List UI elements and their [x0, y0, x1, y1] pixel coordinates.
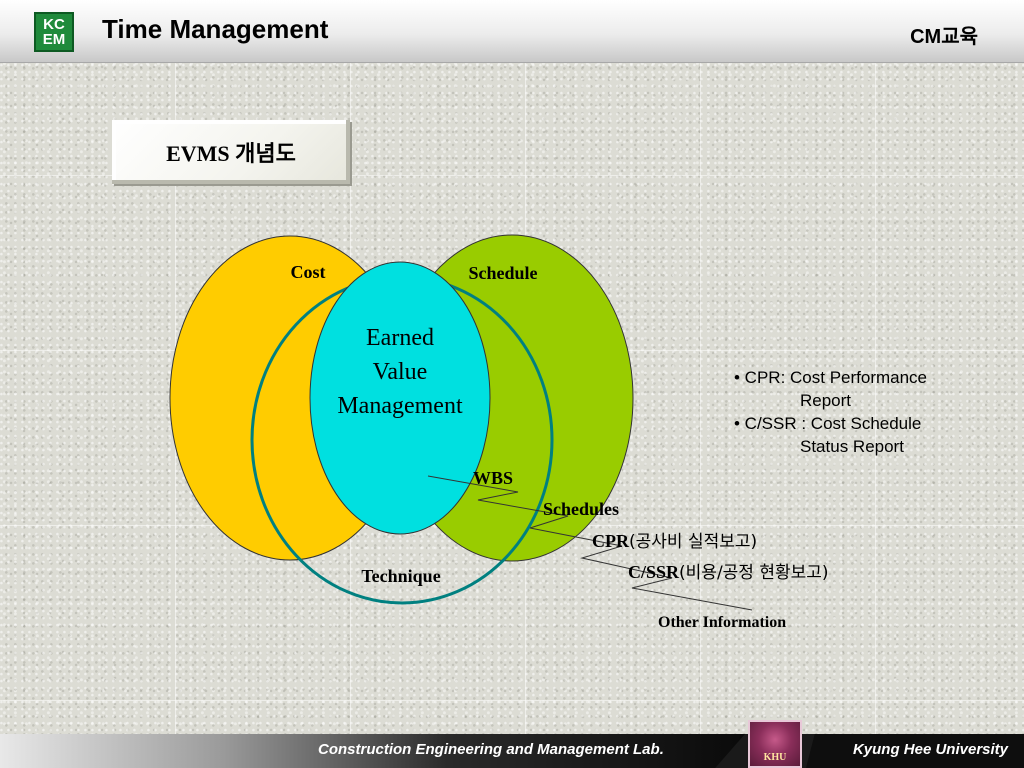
university-emblem-icon: KHU [748, 720, 802, 768]
slide-footer: Construction Engineering and Management … [0, 734, 1024, 768]
schedules-label: Schedules [543, 499, 619, 519]
center-label-line-3: Management [337, 393, 463, 419]
footer-lab-name: Construction Engineering and Management … [318, 741, 664, 758]
background-grid-line [875, 62, 876, 734]
background-grid-line [700, 62, 701, 734]
cssr-korean: (비용/공정 현황보고) [679, 563, 829, 583]
background-grid-line [0, 700, 1024, 701]
cssr-label: C/SSR(비용/공정 현황보고) [628, 562, 829, 583]
bullet-cssr-continued: Status Report [800, 437, 904, 456]
page-title: Time Management [102, 14, 329, 44]
footer-left-band [0, 734, 745, 768]
section-title-box: EVMS 개념도 [112, 120, 350, 184]
footer-right-band: Kyung Hee University [806, 734, 1024, 768]
wbs-label: WBS [473, 468, 513, 488]
cssr-prefix: C/SSR [628, 562, 680, 582]
course-label: CM교육 [910, 26, 978, 48]
cpr-korean: (공사비 실적보고) [629, 532, 757, 552]
cpr-prefix: CPR [592, 531, 630, 551]
bullet-cssr: • C/SSR : Cost Schedule [734, 414, 922, 433]
bullet-cpr: • CPR: Cost Performance [734, 368, 928, 387]
section-title: EVMS 개념도 [166, 141, 296, 166]
acronym-notes: • CPR: Cost Performance Report • C/SSR :… [734, 366, 1014, 458]
footer-university: Kyung Hee University [852, 741, 1008, 758]
cpr-label: CPR(공사비 실적보고) [592, 531, 757, 552]
kcem-logo: KC EM [34, 12, 74, 52]
schedule-label: Schedule [468, 263, 537, 283]
center-ellipse [309, 261, 491, 535]
other-information-label: Other Information [658, 614, 786, 631]
emblem-text: KHU [763, 752, 787, 763]
logo-line-2: EM [42, 31, 66, 48]
center-label-line-1: Earned [366, 325, 434, 351]
logo-line-1: KC [43, 16, 65, 33]
connector-line [427, 475, 753, 611]
background-grid-line [0, 175, 1024, 176]
technique-label: Technique [361, 566, 440, 586]
center-label-line-2: Value [373, 359, 428, 385]
slide-header: KC EM Time Management CM교육 [0, 0, 1024, 63]
bullet-cpr-continued: Report [800, 391, 852, 410]
cost-label: Cost [291, 262, 326, 282]
